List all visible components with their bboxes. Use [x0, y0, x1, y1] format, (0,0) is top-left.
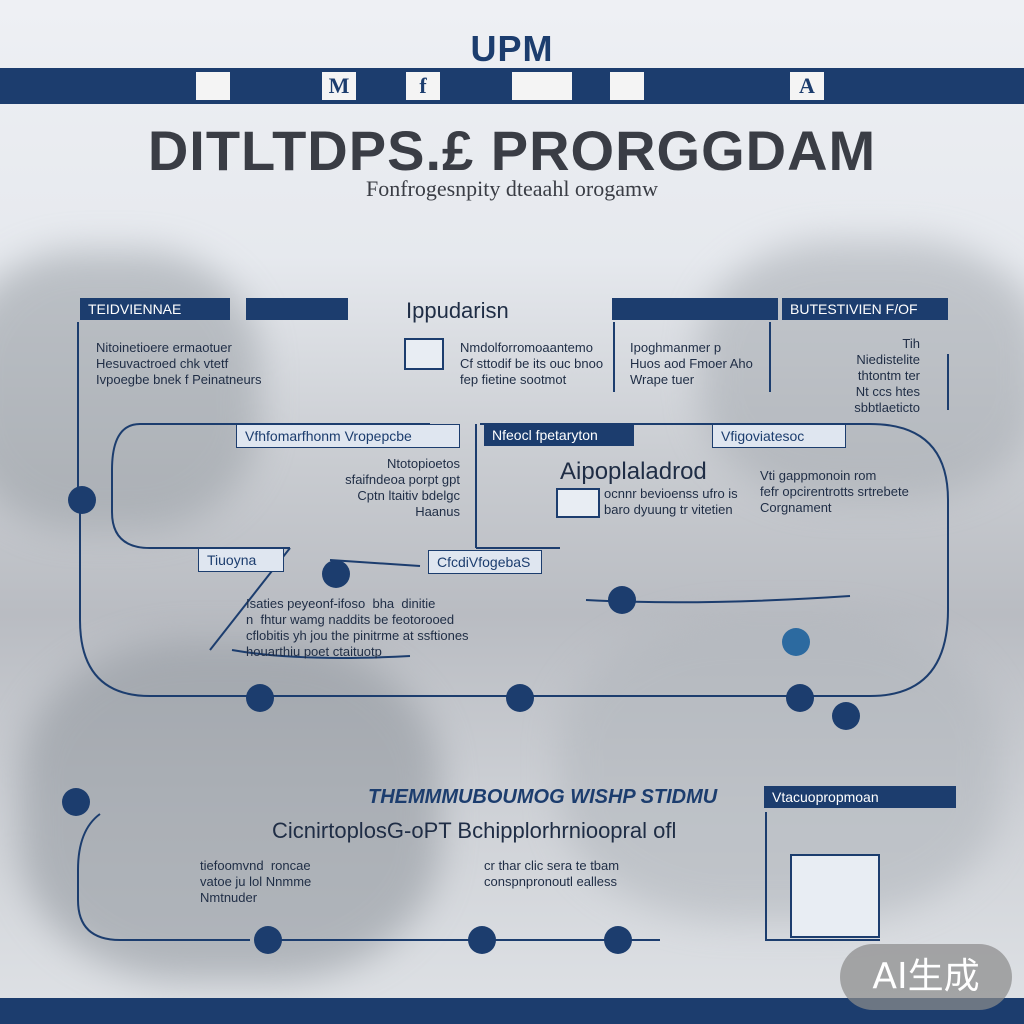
row2-left-label: Vfhfomarfhonm Vropepcbe — [236, 424, 460, 448]
background-photo — [700, 240, 1024, 500]
row2-right-label: Vfigoviatesoc — [712, 424, 846, 448]
row4-right-label: Vtacuopropmoan — [764, 786, 956, 808]
row1-right-text: Ipoghmanmer p Huos aod Fmoer Aho Wrape t… — [630, 340, 753, 387]
row4-center-text: cr thar clic sera te tbam conspnpronoutl… — [484, 858, 620, 889]
page-title: DITLTDPS.£ PRORGGDAM — [147, 119, 877, 182]
row2-center-heading: Aipoplaladrod — [560, 458, 707, 485]
document-icon — [404, 338, 444, 370]
flow-node — [604, 926, 632, 954]
flow-node — [62, 788, 90, 816]
flow-node — [782, 628, 810, 656]
flow-node — [786, 684, 814, 712]
row4-heading: CicnirtoplosG-oPT Bchipplorhrnioopral of… — [272, 818, 677, 843]
row1-left-text: Nitoinetioere ermaotuer Hesuvactroed chk… — [96, 340, 262, 387]
row4-banner: THEMMMUBOUMOG WISHP STIDMU — [368, 786, 718, 808]
flow-node — [608, 586, 636, 614]
header-glyph-6: A — [790, 72, 824, 100]
flow-node — [322, 560, 350, 588]
row3-text: Isaties peyeonf-ifoso bha dinitie n fhtu… — [246, 596, 469, 659]
section-label-left: TEIDVIENNAE — [80, 298, 230, 320]
flow-node — [254, 926, 282, 954]
page-subtitle: Fonfrogesnpity dteaahl orogamw — [365, 176, 659, 201]
row1-far-right-text: Tih Niedistelite thtontm ter Nt ccs htes… — [854, 336, 920, 415]
flow-node — [468, 926, 496, 954]
section-label-right — [612, 298, 778, 320]
picture-frame-icon — [790, 854, 880, 938]
row2-right-text: Vti gappmonoin rom fefr opcirentrotts sr… — [760, 468, 909, 515]
row3-center-label: CfcdiVfogebaS — [428, 550, 542, 574]
header-glyph-3: f — [406, 72, 440, 100]
header-glyph-2: M — [322, 72, 356, 100]
header-glyph-1 — [196, 72, 230, 100]
flow-node — [68, 486, 96, 514]
row4-left-text: tiefoomvnd roncae vatoe ju lol Nnmme Nmt… — [200, 858, 312, 905]
flow-node — [506, 684, 534, 712]
row1-center-text: Nmdolforromoaantemo Cf sttodif be its ou… — [460, 340, 604, 387]
header-glyph-4 — [512, 72, 572, 100]
background-photo — [560, 620, 1000, 920]
ai-generated-badge: AI生成 — [840, 944, 1012, 1010]
flow-node — [246, 684, 274, 712]
row2-center-text: ocnnr bevioenss ufro is baro dyuung tr v… — [604, 486, 738, 517]
row2-left-text: Ntotopioetos sfaifndeoa porpt gpt Cptn l… — [345, 456, 460, 519]
flow-node — [832, 702, 860, 730]
brand-logo: UPM — [470, 28, 554, 69]
section-label-left-2 — [246, 298, 348, 320]
header-glyph-5 — [610, 72, 644, 100]
row1-center-heading: Ippudarisn — [406, 298, 509, 323]
background-photo — [0, 250, 260, 530]
image-icon — [556, 488, 600, 518]
row3-left-label: Tiuoyna — [198, 548, 284, 572]
row2-center-label: Nfeocl fpetaryton — [484, 424, 634, 446]
section-label-right-2: BUTESTIVIEN F/OF — [782, 298, 948, 320]
